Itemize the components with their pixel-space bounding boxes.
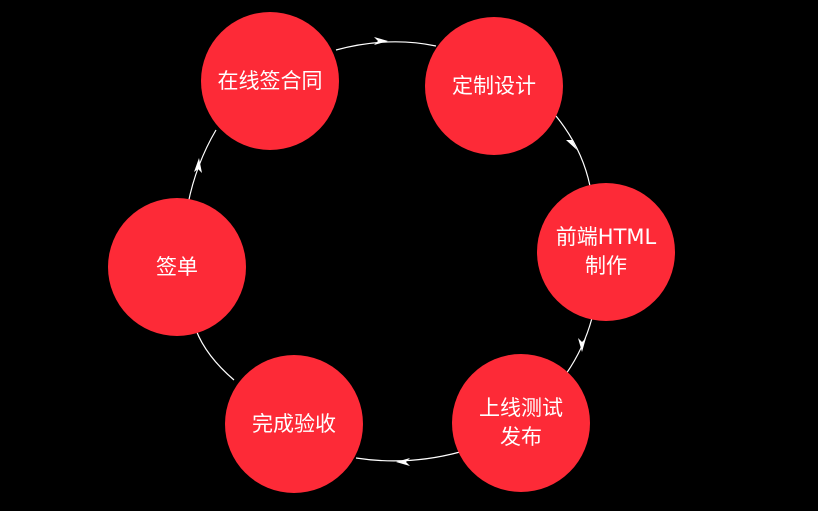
step-label-sign: 签单: [156, 254, 198, 279]
step-node-sign: 签单: [108, 198, 246, 336]
step-label-contract: 在线签合同: [217, 68, 323, 93]
step-label-release-line-2: 发布: [500, 425, 542, 449]
step-node-contract: 在线签合同: [201, 12, 339, 150]
step-label-release-line-1: 上线测试: [479, 396, 563, 420]
arrow-release-to-acceptance: [355, 451, 461, 462]
arrowhead-design-to-frontend: [566, 136, 577, 150]
arrow-sign-to-contract: [187, 129, 217, 205]
step-node-frontend: 前端HTML 制作: [537, 183, 675, 321]
step-label-frontend-line-2: 制作: [585, 254, 627, 278]
step-label-acceptance: 完成验收: [252, 411, 336, 436]
arrowhead-contract-to-design: [374, 37, 388, 45]
arrowhead-sign-to-contract: [194, 158, 202, 173]
step-node-release: 上线测试 发布: [452, 354, 590, 492]
arrow-design-to-frontend: [555, 115, 591, 187]
step-node-design: 定制设计: [425, 17, 563, 155]
arrow-frontend-to-release: [565, 317, 593, 375]
arrow-contract-to-design: [335, 41, 437, 51]
step-label-frontend-line-1: 前端HTML: [555, 225, 657, 249]
arrowhead-release-to-acceptance: [396, 458, 410, 466]
step-node-acceptance: 完成验收: [225, 355, 363, 493]
arrowhead-frontend-to-release: [578, 338, 586, 352]
arrow-acceptance-to-sign: [195, 329, 235, 381]
step-label-design: 定制设计: [452, 73, 536, 98]
